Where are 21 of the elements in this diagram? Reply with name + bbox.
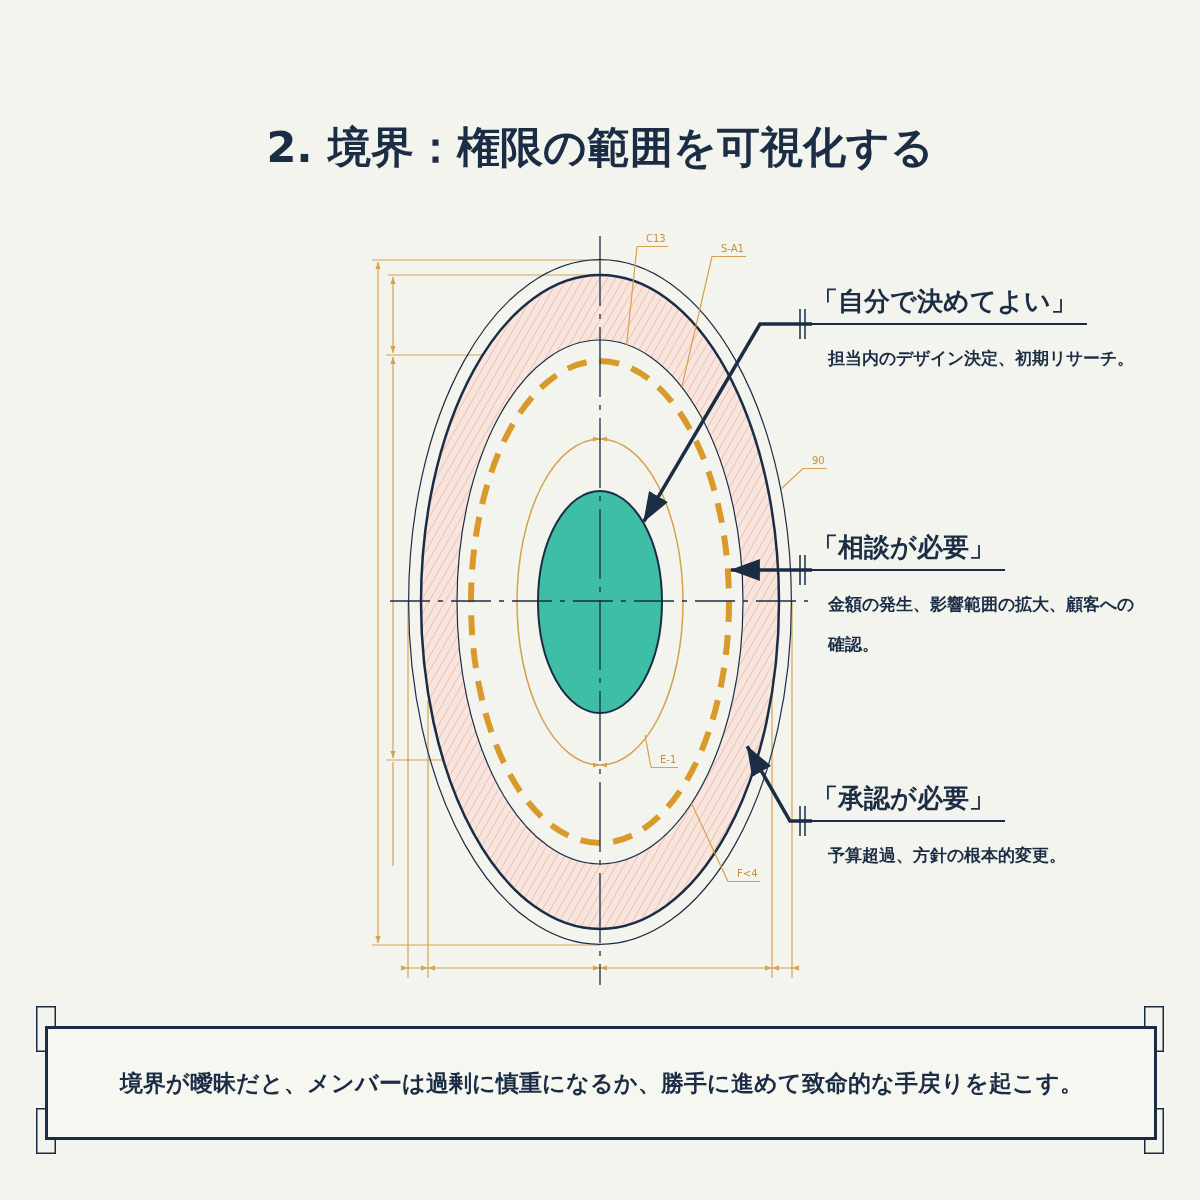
dimension-label: S-A1	[712, 243, 746, 257]
arrow	[745, 745, 812, 823]
callout-text: 予算超過、方針の根本的変更。	[828, 844, 1067, 867]
title: 2. 境界：権限の範囲を可視化する	[266, 121, 934, 174]
note-box: 境界が曖昧だと、メンバーは過剰に慎重になるか、勝手に進めて致命的な手戻りを起こす。	[45, 1026, 1157, 1140]
leader-line	[780, 467, 804, 490]
arrow	[642, 322, 812, 523]
leader-line	[626, 245, 638, 346]
dimension-label: F<4	[728, 868, 760, 882]
callout-heading: 「自分で決めてよい」	[812, 283, 1087, 325]
leader-line	[644, 734, 652, 769]
leader-line	[690, 802, 729, 883]
callout-heading: 「相談が必要」	[812, 529, 1005, 571]
dimension-label: E-1	[651, 754, 679, 768]
arrow	[729, 559, 812, 581]
callout-text: 金額の発生、影響範囲の拡大、顧客への確認。	[828, 593, 1135, 656]
dimension-label: C13	[637, 233, 668, 247]
dimension-label: 90	[803, 455, 827, 469]
callout-text: 担当内のデザイン決定、初期リサーチ。	[828, 347, 1135, 370]
leader-line	[681, 255, 713, 388]
callout-heading: 「承認が必要」	[812, 780, 1005, 822]
